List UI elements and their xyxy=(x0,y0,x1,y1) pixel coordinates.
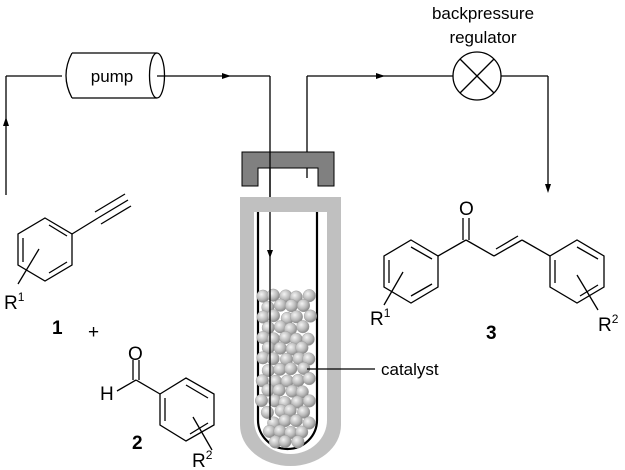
catalyst-bead xyxy=(302,416,316,430)
compound-2-number: 2 xyxy=(132,433,143,454)
arrow-up-icon xyxy=(3,117,9,126)
plus-sign: + xyxy=(88,322,99,343)
catalyst-bead xyxy=(254,394,268,408)
compound-3-substituent-right: R2 xyxy=(598,312,619,336)
catalyst-bead xyxy=(273,341,287,355)
catalyst-bead xyxy=(274,298,288,312)
catalyst-bead xyxy=(284,362,298,376)
arrow-down-icon xyxy=(545,184,551,193)
backpressure-regulator: backpressure regulator xyxy=(432,4,534,101)
catalyst-bead xyxy=(297,299,311,313)
compound-2 xyxy=(116,360,215,451)
catalyst-bead xyxy=(302,372,316,386)
catalyst-label: catalyst xyxy=(381,360,439,379)
arrow-down-icon xyxy=(267,250,273,258)
catalyst-bead xyxy=(278,435,292,449)
product-line xyxy=(501,75,551,193)
catalyst-bead xyxy=(302,394,316,408)
catalyst-bead xyxy=(303,309,317,323)
catalyst-bead xyxy=(285,299,299,313)
catalyst-bed xyxy=(254,288,317,449)
compound-1-number: 1 xyxy=(52,318,63,339)
catalyst-callout: catalyst xyxy=(307,360,439,379)
catalyst-bead xyxy=(289,310,303,324)
bpr-label-line2: regulator xyxy=(449,28,516,47)
compound-3-substituent-left: R1 xyxy=(370,306,391,330)
outlet-line xyxy=(306,73,453,152)
compound-1 xyxy=(17,193,132,285)
bpr-label-line1: backpressure xyxy=(432,4,534,23)
pump-label: pump xyxy=(91,67,134,86)
arrow-right-icon xyxy=(376,73,385,79)
reactor-cap xyxy=(241,151,335,197)
catalyst-bead xyxy=(291,435,305,449)
catalyst-bead xyxy=(289,414,303,428)
arrow-right-icon xyxy=(222,73,231,79)
compound-1-substituent: R1 xyxy=(4,290,25,314)
inlet-line xyxy=(3,75,62,195)
catalyst-bead xyxy=(295,341,309,355)
catalyst-bead xyxy=(266,352,280,366)
compound-3-oxygen: O xyxy=(459,199,474,220)
catalyst-bead xyxy=(302,289,316,303)
catalyst-bead xyxy=(296,320,310,334)
pump: pump xyxy=(65,52,166,99)
catalyst-bead xyxy=(297,405,311,419)
compound-2-oxygen: O xyxy=(128,344,143,365)
compound-2-substituent: R2 xyxy=(192,448,213,470)
compound-2-hydrogen: H xyxy=(100,384,114,405)
catalyst-bead xyxy=(273,362,287,376)
compound-3 xyxy=(383,218,605,311)
compound-3-number: 3 xyxy=(486,323,497,344)
catalyst-bead xyxy=(267,309,281,323)
catalyst-bead xyxy=(291,373,305,387)
